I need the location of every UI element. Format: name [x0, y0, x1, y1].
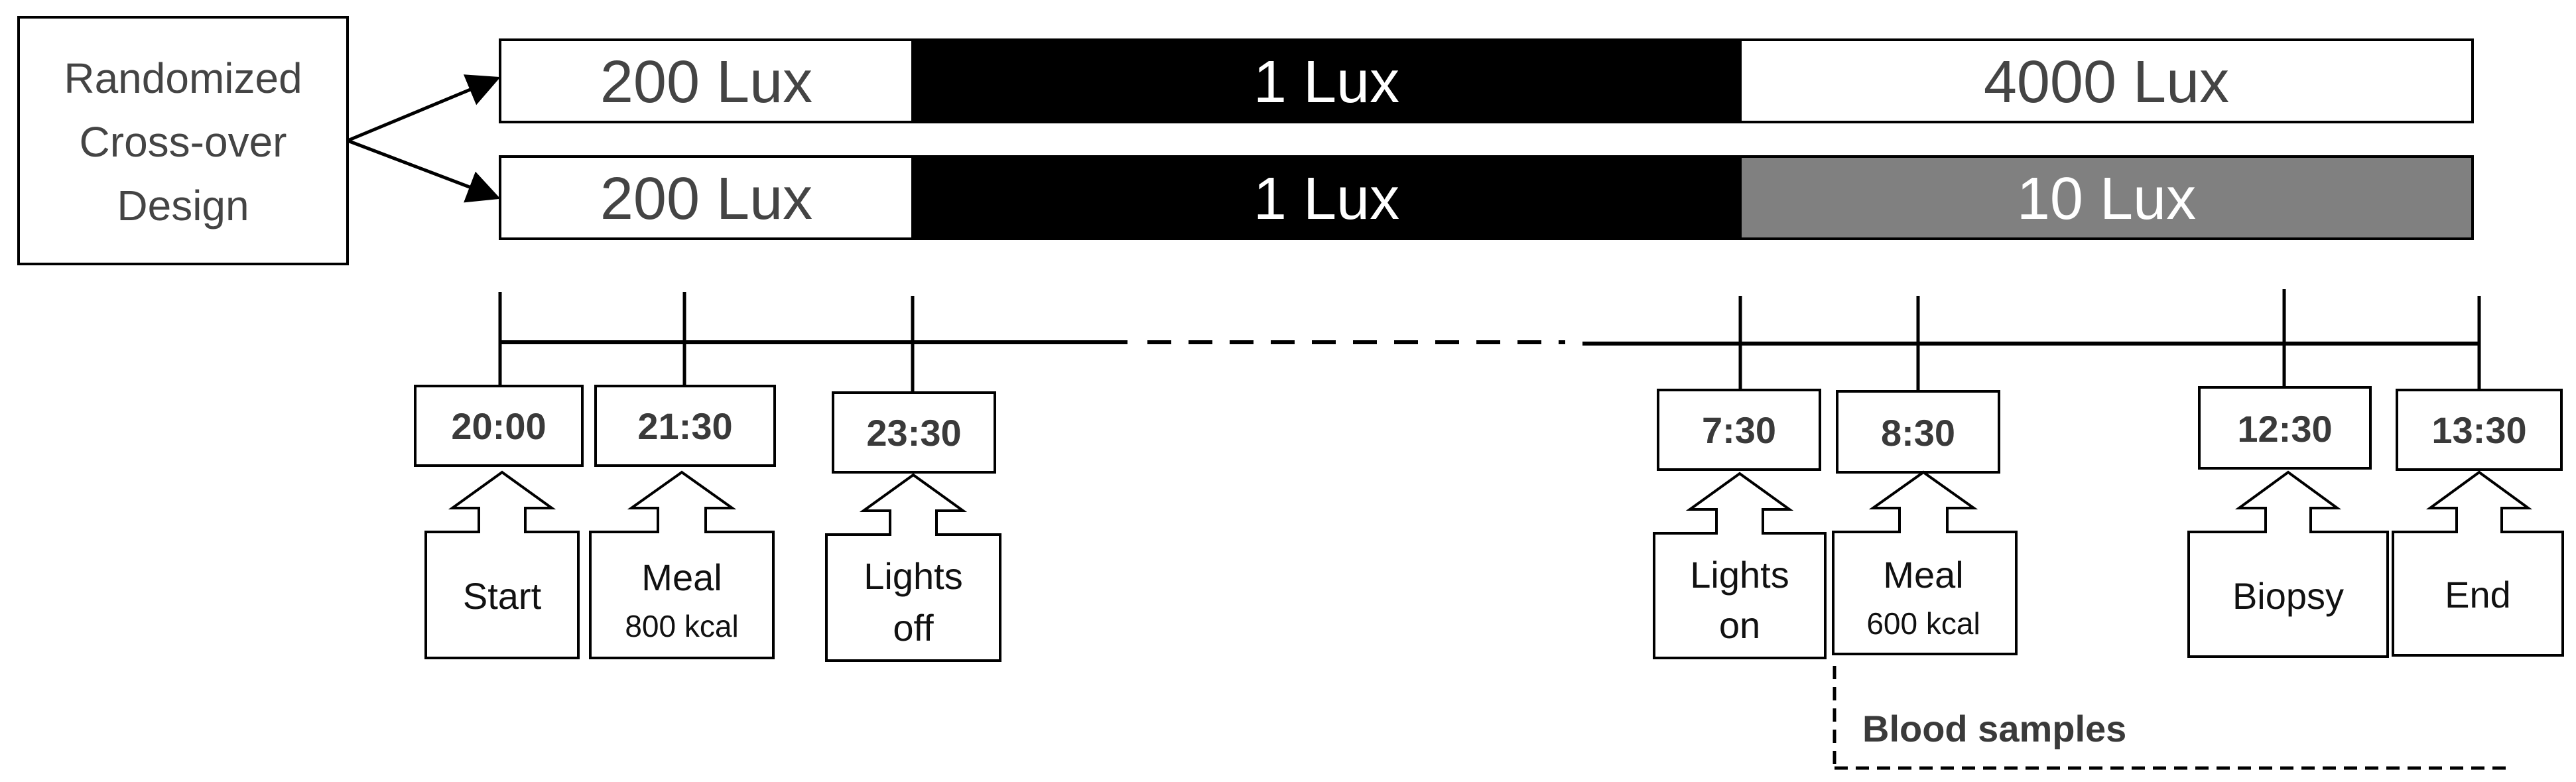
design-box-line-2: Cross-over: [80, 118, 287, 166]
event-sublabel: 600 kcal: [1866, 606, 1980, 641]
arrow-to-condition-a: [347, 74, 501, 143]
blood-samples-label: Blood samples: [1862, 708, 2126, 749]
event-label-line-1: Start: [463, 575, 542, 617]
time-label: 8:30: [1881, 412, 1955, 454]
event-21-30: 21:30 Meal 800 kcal: [589, 385, 776, 659]
event-callout: [589, 470, 775, 659]
condition-a-segment-2: [911, 38, 1742, 123]
condition-b-segment-1: [499, 155, 914, 240]
condition-b-bar: 200 Lux 1 Lux 10 Lux: [499, 155, 2474, 240]
event-8-30: 8:30 Meal 600 kcal: [1832, 390, 2018, 655]
condition-a-segment-3: [1739, 38, 2474, 123]
event-23-30: 23:30 Lights off: [825, 391, 1001, 662]
event-callout: [2187, 470, 2389, 658]
arrow-to-condition-b: [347, 139, 501, 203]
event-label-line-1: Lights: [1690, 554, 1789, 596]
condition-a-label-1: 200 Lux: [600, 49, 812, 115]
condition-b-segment-3: [1739, 155, 2474, 240]
condition-b-label-3: 10 Lux: [2017, 166, 2196, 232]
time-label: 21:30: [637, 405, 732, 447]
event-20-00: 20:00 Start: [414, 385, 584, 659]
event-13-30: 13:30 End: [2392, 389, 2564, 657]
event-label-line-1: Meal: [641, 556, 722, 598]
condition-b-segment-2: [911, 155, 1742, 240]
condition-b-label-1: 200 Lux: [600, 166, 812, 232]
blood-samples-bracket: Blood samples: [1833, 666, 2506, 770]
event-callout: [1653, 472, 1827, 659]
design-box-line-1: Randomized: [64, 54, 302, 102]
event-label-line-1: Lights: [864, 555, 962, 597]
event-label-line-1: End: [2445, 574, 2511, 616]
time-box: [414, 385, 584, 467]
condition-a-label-3: 4000 Lux: [1984, 49, 2229, 115]
condition-a-label-2: 1 Lux: [1254, 49, 1399, 115]
event-sublabel: 800 kcal: [625, 609, 738, 643]
time-box: [1657, 389, 1821, 471]
event-callout: [1832, 470, 2018, 655]
design-box: [17, 16, 349, 265]
event-label-line-2: on: [1719, 604, 1760, 646]
time-box: [2198, 386, 2372, 470]
time-box: [1836, 390, 2000, 474]
time-label: 13:30: [2431, 409, 2526, 451]
event-label-line-1: Biopsy: [2232, 575, 2344, 617]
event-callout: [825, 473, 1001, 662]
time-box: [2396, 389, 2563, 471]
condition-a-segment-1: [499, 38, 914, 123]
time-label: 12:30: [2237, 408, 2332, 450]
event-label-line-2: off: [893, 607, 934, 649]
time-box: [832, 391, 996, 474]
time-label: 7:30: [1702, 409, 1776, 451]
time-label: 23:30: [866, 412, 961, 454]
timeline: [498, 289, 2481, 393]
event-callout: [2392, 470, 2564, 657]
event-callout: [424, 470, 580, 659]
event-7-30: 7:30 Lights on: [1653, 389, 1827, 659]
time-box: [594, 385, 776, 467]
event-12-30: 12:30 Biopsy: [2187, 386, 2389, 658]
event-label-line-1: Meal: [1883, 554, 1963, 596]
design-box-line-3: Design: [117, 182, 249, 229]
condition-a-bar: 200 Lux 1 Lux 4000 Lux: [499, 38, 2474, 123]
time-label: 20:00: [451, 405, 546, 447]
condition-b-label-2: 1 Lux: [1254, 166, 1399, 232]
